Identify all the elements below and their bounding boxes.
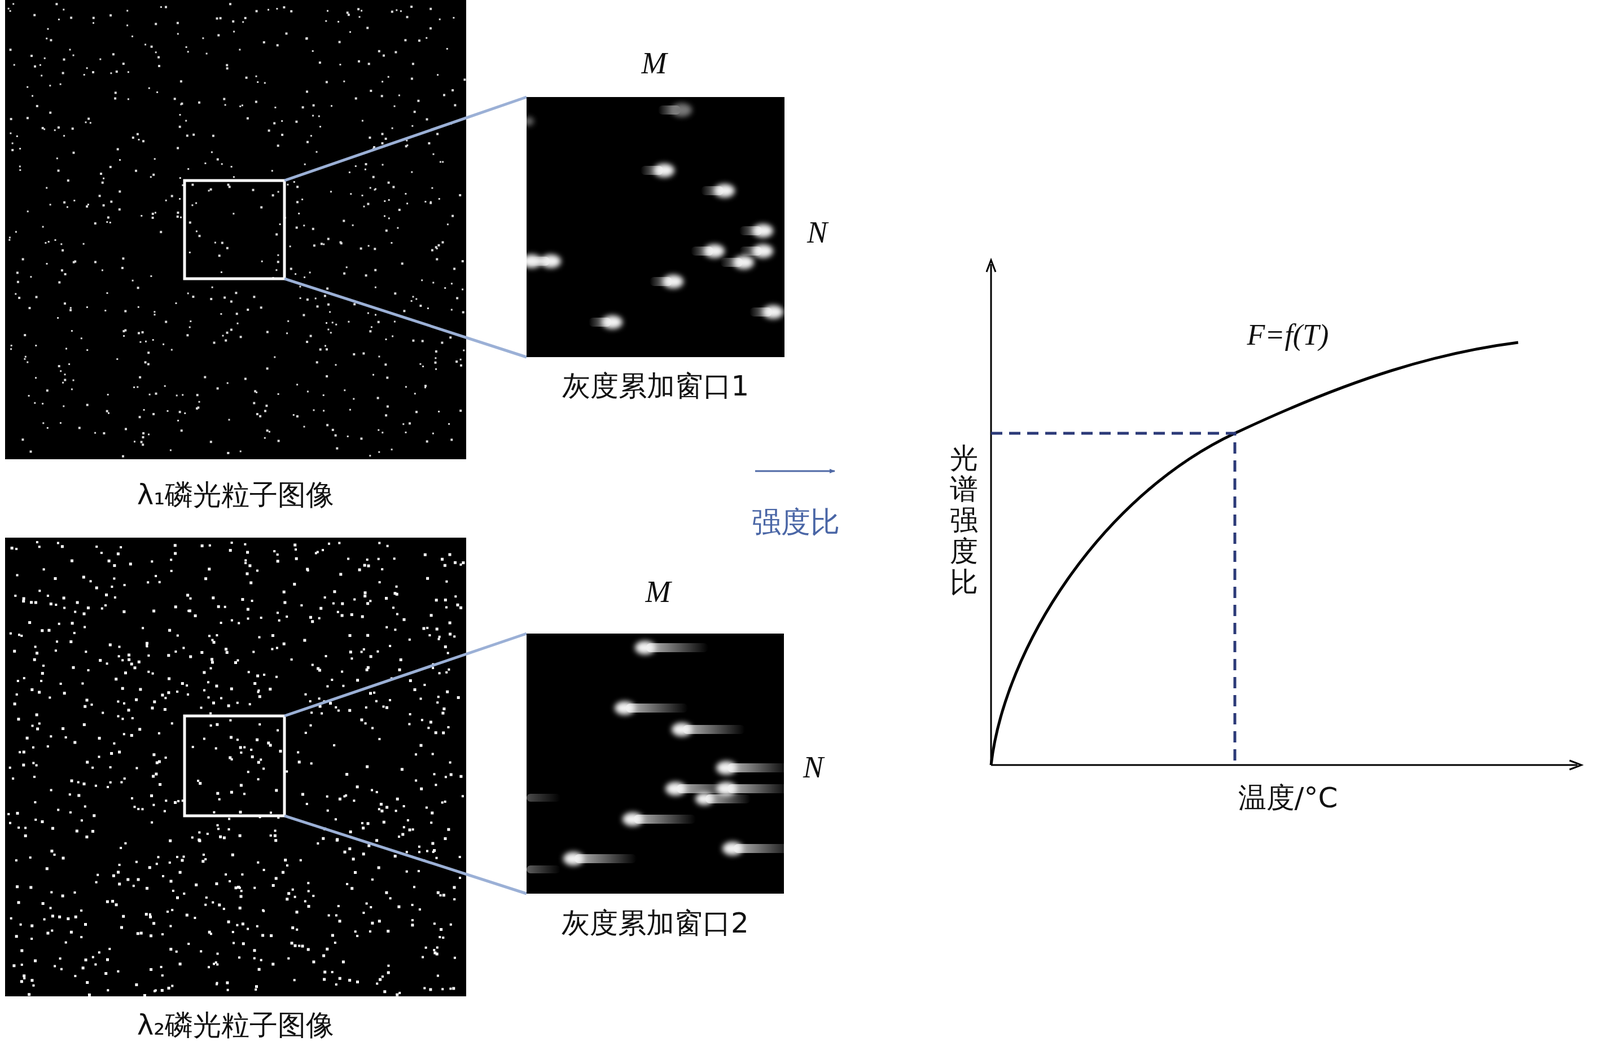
illustration-part (526, 103, 784, 330)
illustration-part (563, 641, 743, 866)
illustration-part (722, 842, 743, 856)
illustration-part (991, 764, 1578, 767)
particle-image: λ₁磷光粒子图像 (5, 0, 467, 520)
axis-letter: N (807, 215, 828, 251)
illustration-part (714, 183, 735, 198)
illustration-part (646, 643, 709, 653)
illustration-part (184, 180, 285, 279)
illustration-part (526, 116, 534, 126)
illustration-part (563, 852, 584, 866)
zoom-window-1 (521, 97, 785, 358)
image-caption: λ₂磷光粒子图像 (5, 1008, 467, 1043)
illustration-part (986, 260, 996, 273)
illustration-part (665, 782, 686, 796)
axis-letter: M (645, 574, 672, 610)
illustration-part (184, 716, 285, 817)
illustration-part (625, 703, 688, 713)
illustration-part (733, 255, 755, 270)
illustration-part (7, 2, 467, 458)
illustration-part (574, 854, 637, 864)
zoom-window-2 (526, 633, 796, 894)
illustration-part (526, 643, 784, 874)
illustration-part (671, 103, 692, 117)
illustration-part (527, 105, 773, 327)
ratio-label: 强度比 (751, 502, 840, 543)
illustration-part (284, 816, 527, 894)
axis-letter: M (641, 45, 668, 81)
illustration-part (526, 103, 784, 330)
illustration-part (5, 537, 467, 997)
illustration-part (5, 0, 467, 460)
illustration-part (526, 641, 784, 874)
illustration-part (716, 761, 737, 775)
calibration-chart (986, 260, 1582, 770)
illustration-part (622, 812, 643, 827)
illustration-part (752, 244, 774, 258)
illustration-part (991, 342, 1519, 766)
curve-label: F=f(T) (1247, 318, 1330, 352)
illustration-part (526, 794, 561, 802)
illustration-part (7, 541, 465, 998)
illustration-part (1569, 760, 1582, 770)
illustration-part (763, 305, 784, 319)
illustration-part (526, 865, 561, 874)
image-caption: 灰度累加窗口2 (526, 906, 784, 941)
illustration-part (284, 278, 527, 358)
illustration-part (695, 792, 714, 806)
particle-image-1 (5, 0, 467, 460)
illustration-part (526, 254, 542, 269)
illustration-part (704, 244, 725, 258)
illustration-part (991, 433, 1235, 766)
illustration-part (526, 97, 785, 358)
illustration-part (654, 163, 675, 178)
illustration-part (633, 814, 696, 824)
illustration-part (716, 782, 737, 796)
illustration-part (671, 722, 692, 737)
illustration-part (634, 641, 656, 655)
particle-image-2 (5, 537, 467, 998)
x-axis-title: 温度/°C (1238, 779, 1339, 818)
illustration-part (752, 224, 774, 238)
y-axis-title: 光谱强度比 (949, 443, 979, 599)
image-caption: 灰度累加窗口1 (526, 369, 785, 403)
illustration-part (663, 274, 684, 289)
particle-image: λ₂磷光粒子图像 (5, 537, 467, 1054)
axis-letter: N (803, 750, 824, 786)
image-caption: λ₁磷光粒子图像 (5, 478, 467, 512)
gray-window: 灰度累加窗口1 (526, 97, 785, 405)
illustration-part (990, 264, 993, 766)
illustration-part (614, 701, 635, 716)
illustration-part (602, 315, 623, 330)
ratio-arrow (755, 470, 835, 473)
illustration-part (284, 633, 527, 717)
illustration-part (682, 725, 745, 735)
illustration-part (284, 97, 527, 181)
gray-window: 灰度累加窗口2 (526, 633, 784, 942)
illustration-part (540, 254, 561, 269)
